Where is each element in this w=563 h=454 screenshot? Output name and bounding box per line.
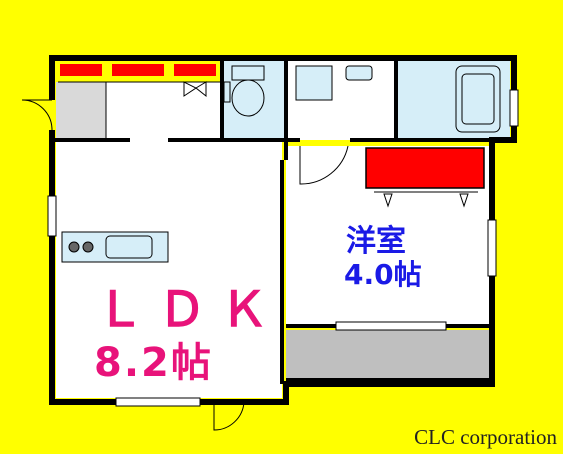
storage-red-2 bbox=[112, 64, 164, 76]
storage-red-1 bbox=[60, 64, 102, 76]
hallway-floor bbox=[106, 82, 222, 140]
room-door bbox=[299, 145, 349, 185]
window bbox=[335, 321, 447, 331]
western-room-size: 4.0帖 bbox=[344, 258, 422, 291]
entrance-door bbox=[21, 99, 53, 131]
entrance-floor bbox=[56, 82, 106, 140]
closet bbox=[365, 147, 485, 189]
western-room-name: 洋室 bbox=[346, 224, 406, 259]
window bbox=[115, 397, 201, 407]
balcony-door bbox=[213, 401, 245, 431]
window bbox=[47, 195, 57, 237]
washbasin-icon bbox=[345, 65, 373, 81]
stove-burner-icon bbox=[68, 241, 80, 253]
balcony bbox=[286, 330, 490, 380]
ldk-room-name: ＬＤＫ bbox=[96, 282, 283, 338]
toilet-door bbox=[195, 81, 207, 98]
storage-red-3 bbox=[174, 64, 216, 76]
company-watermark: CLC corporation bbox=[414, 425, 557, 449]
stove-burner-icon bbox=[82, 241, 94, 253]
ldk-floor bbox=[56, 140, 282, 398]
bathtub-icon bbox=[455, 65, 501, 133]
ldk-room-size: 8.2帖 bbox=[94, 340, 213, 386]
toilet-door bbox=[183, 81, 197, 97]
window bbox=[509, 89, 519, 127]
washing-machine-icon bbox=[295, 65, 333, 101]
sink-icon bbox=[105, 235, 153, 259]
window bbox=[487, 219, 497, 277]
toilet-icon bbox=[223, 65, 265, 117]
